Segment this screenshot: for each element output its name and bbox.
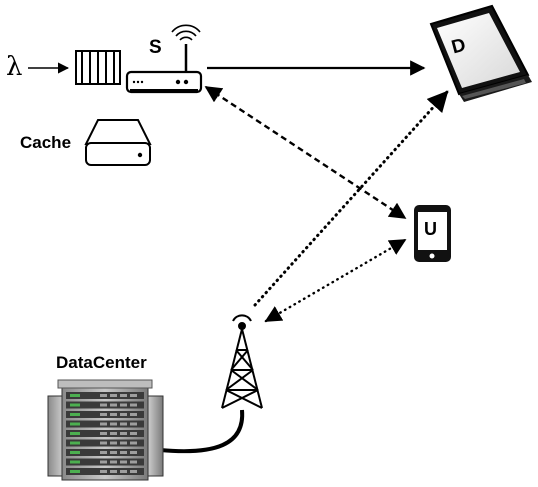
router-icon — [125, 24, 203, 94]
server-bay — [100, 451, 107, 454]
laptop-icon — [429, 4, 532, 102]
router-label: S — [149, 37, 162, 58]
server-bay — [100, 403, 107, 407]
server-bay — [110, 422, 117, 426]
router-phone-link — [204, 85, 407, 220]
server-bay — [120, 432, 127, 435]
datacenter-cable — [159, 409, 245, 454]
server-bay — [130, 441, 137, 445]
server-bay — [120, 451, 127, 454]
server-bay — [130, 470, 137, 473]
server-bay — [110, 394, 117, 397]
server-bay — [120, 470, 127, 473]
server-led — [70, 460, 80, 464]
phone-label: U — [424, 219, 437, 239]
server-led — [70, 403, 80, 407]
server-bay — [110, 470, 117, 473]
lambda-label: λ — [6, 52, 23, 82]
server-bay — [100, 432, 107, 435]
server-bay — [110, 460, 117, 464]
server-bay — [110, 403, 117, 407]
server-led — [70, 451, 80, 454]
cache-label: Cache — [20, 133, 72, 152]
cache-drive-icon — [84, 119, 152, 166]
server-bay — [110, 432, 117, 435]
tower-laptop-link — [253, 90, 449, 307]
server-bay — [100, 441, 107, 445]
datacenter-servers-icon — [47, 379, 164, 481]
server-led — [70, 422, 80, 426]
server-bay — [130, 394, 137, 397]
server-bay — [110, 451, 117, 454]
server-bay — [100, 460, 107, 464]
server-led — [70, 394, 80, 397]
server-bay — [130, 451, 137, 454]
tower-phone-link — [264, 238, 407, 323]
server-led — [70, 441, 80, 445]
server-bay — [120, 413, 127, 416]
phone-icon — [414, 205, 451, 262]
server-bay — [130, 403, 137, 407]
server-bay — [100, 470, 107, 473]
server-bay — [130, 432, 137, 435]
server-bay — [110, 441, 117, 445]
server-bay — [120, 394, 127, 397]
cell-tower-icon — [221, 314, 263, 409]
server-bay — [130, 460, 137, 464]
queue-icon — [75, 50, 121, 85]
server-bay — [120, 460, 127, 464]
server-bay — [110, 413, 117, 416]
server-bay — [120, 441, 127, 445]
server-bay — [100, 422, 107, 426]
server-led — [70, 413, 80, 416]
datacenter-label: DataCenter — [56, 353, 147, 372]
server-bay — [120, 422, 127, 426]
server-led — [70, 470, 80, 473]
server-bay — [100, 394, 107, 397]
server-bay — [100, 413, 107, 416]
server-bay — [130, 422, 137, 426]
server-bay — [130, 413, 137, 416]
server-led — [70, 432, 80, 435]
server-bay — [120, 403, 127, 407]
